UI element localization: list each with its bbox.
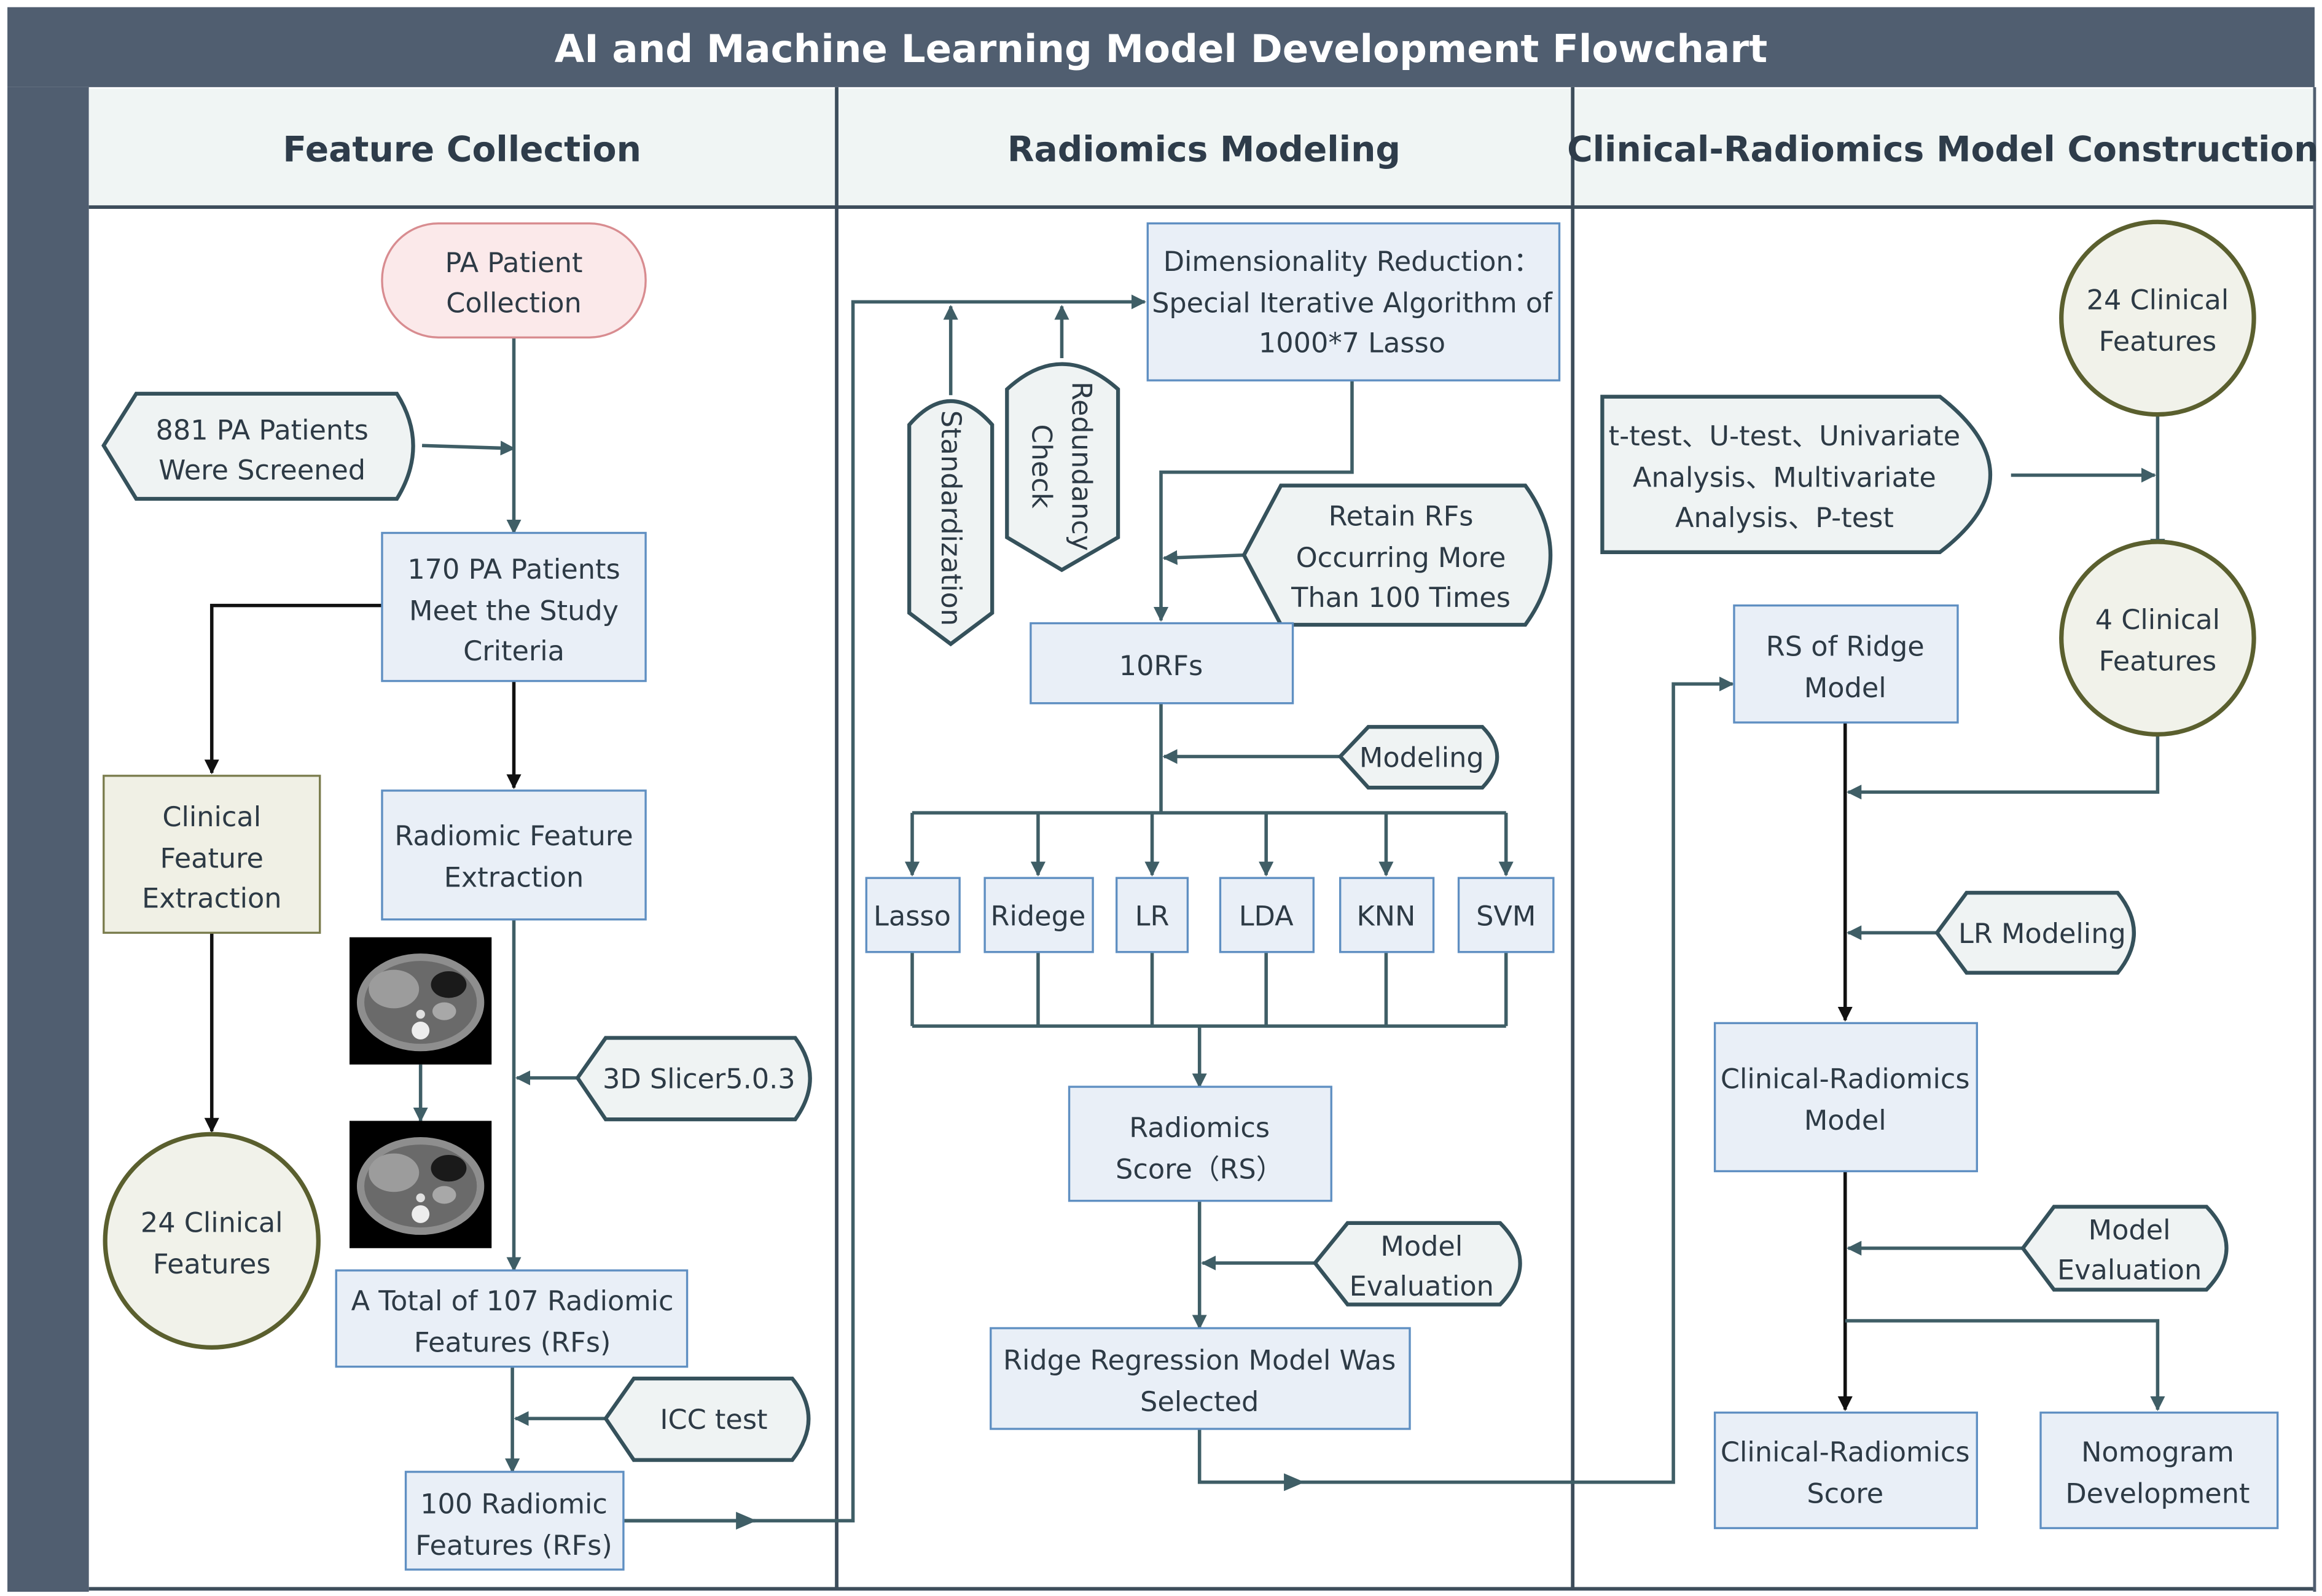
svg-text:10RFs: 10RFs	[1119, 650, 1203, 682]
svg-text:LDA: LDA	[1239, 900, 1294, 932]
model-box-lr: LR	[1115, 877, 1189, 953]
svg-text:Ridege: Ridege	[991, 900, 1086, 932]
connectors-clinical-radiomics	[1837, 414, 2165, 1412]
lane-header-clinical-radiomics: Clinical-Radiomics Model Construction	[1567, 129, 2319, 170]
title-bar	[7, 7, 2315, 87]
svg-text:Lasso: Lasso	[874, 900, 951, 932]
tag-redundancy-check: RedundancyCheck	[1005, 362, 1120, 573]
svg-text:ICC test: ICC test	[660, 1404, 767, 1436]
tag-icc-test: ICC test	[603, 1376, 811, 1462]
tag-modeling: Modeling	[1337, 725, 1499, 790]
node-dimensionality-reduction: Dimensionality Reduction：Special Iterati…	[1146, 222, 1561, 381]
left-frame-bar	[7, 87, 89, 1592]
lane-header-row	[88, 88, 2313, 208]
svg-text:3D Slicer5.0.3: 3D Slicer5.0.3	[603, 1063, 796, 1095]
model-box-ridege: Ridege	[983, 877, 1094, 953]
svg-text:RedundancyCheck: RedundancyCheck	[1025, 381, 1097, 551]
lane-header-feature-collection: Feature Collection	[283, 129, 641, 170]
ct-scan-image-top	[349, 937, 492, 1065]
diagram-frame: AI and Machine Learning Model Developmen…	[7, 7, 2319, 1592]
svg-text:Standardization: Standardization	[935, 410, 967, 626]
svg-text:Dimensionality Reduction：Speci: Dimensionality Reduction：Special Iterati…	[1152, 246, 1553, 359]
tag-standardization: Standardization	[907, 399, 995, 647]
svg-text:KNN: KNN	[1356, 900, 1415, 932]
svg-text:LR: LR	[1135, 900, 1170, 932]
model-box-knn: KNN	[1339, 877, 1435, 953]
ct-scan-image-bottom	[349, 1121, 492, 1248]
model-box-lda: LDA	[1219, 877, 1315, 953]
page-title: AI and Machine Learning Model Developmen…	[555, 26, 1767, 71]
connectors-feature-collection	[204, 294, 1146, 1530]
svg-text:Modeling: Modeling	[1359, 741, 1484, 773]
svg-text:LR Modeling: LR Modeling	[1958, 918, 2126, 950]
model-box-lasso: Lasso	[865, 877, 961, 953]
connectors-radiomics-modeling	[904, 305, 1734, 1492]
svg-text:SVM: SVM	[1476, 900, 1536, 932]
tag-3d-slicer: 3D Slicer5.0.3	[575, 1036, 812, 1122]
lane-header-radiomics-modeling: Radiomics Modeling	[1007, 129, 1401, 170]
model-box-svm: SVM	[1457, 877, 1555, 953]
node-10-rfs: 10RFs	[1030, 622, 1294, 705]
tag-lr-modeling: LR Modeling	[1934, 891, 2136, 975]
